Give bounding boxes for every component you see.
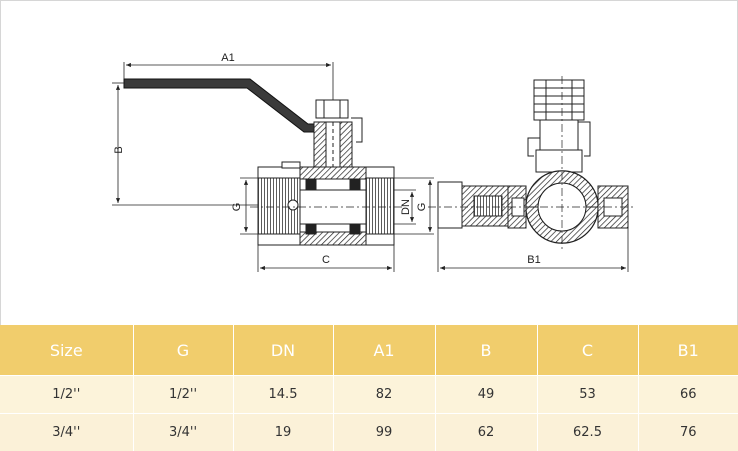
cell-a1: 99	[332, 413, 435, 451]
cell-b1: 66	[637, 375, 738, 414]
cell-size: 1/2''	[0, 375, 133, 414]
dimension-dn	[394, 189, 416, 225]
col-header-g: G	[132, 325, 233, 376]
dimension-c	[257, 245, 395, 272]
label-dn: DN	[400, 199, 412, 215]
col-header-dn: DN	[232, 325, 333, 376]
col-header-c: C	[536, 325, 638, 376]
cell-g: 3/4''	[132, 413, 233, 451]
table-row: 3/4'' 3/4'' 19 99 62 62.5 76	[0, 413, 738, 451]
cell-b1: 76	[637, 413, 738, 451]
label-a1: A1	[221, 52, 234, 64]
dimension-b1	[437, 228, 629, 272]
label-b1: B1	[527, 254, 540, 266]
table-header-row: Size G DN A1 B C B1	[0, 325, 738, 376]
end-view	[428, 76, 636, 252]
label-c: C	[322, 254, 330, 266]
cell-a1: 82	[332, 375, 435, 414]
lever-handle	[123, 78, 315, 133]
label-b: B	[113, 146, 125, 153]
dimension-g-left	[240, 177, 258, 235]
dimension-g-right	[394, 177, 434, 235]
cell-dn: 14.5	[232, 375, 333, 414]
cell-size: 3/4''	[0, 413, 133, 451]
right-thread	[365, 177, 395, 235]
cell-c: 53	[536, 375, 638, 414]
dimension-a1	[123, 62, 334, 100]
dimension-b	[112, 82, 258, 206]
valve-technical-drawing: A1 B G DN G C	[112, 52, 636, 272]
cell-g: 1/2''	[132, 375, 233, 414]
cell-dn: 19	[232, 413, 333, 451]
dimension-spec-table: Size G DN A1 B C B1 1/2'' 1/2'' 14.5 82 …	[0, 325, 738, 451]
col-header-a1: A1	[332, 325, 435, 376]
col-header-b: B	[434, 325, 537, 376]
label-g-right: G	[416, 203, 428, 212]
col-header-b1: B1	[637, 325, 738, 376]
table-row: 1/2'' 1/2'' 14.5 82 49 53 66	[0, 375, 738, 414]
top-cap	[533, 79, 585, 121]
cell-c: 62.5	[536, 413, 638, 451]
side-view	[123, 78, 402, 246]
col-header-size: Size	[0, 325, 133, 376]
label-g-left: G	[231, 203, 243, 212]
cell-b: 62	[434, 413, 537, 451]
cell-b: 49	[434, 375, 537, 414]
stem-nut	[315, 99, 349, 119]
